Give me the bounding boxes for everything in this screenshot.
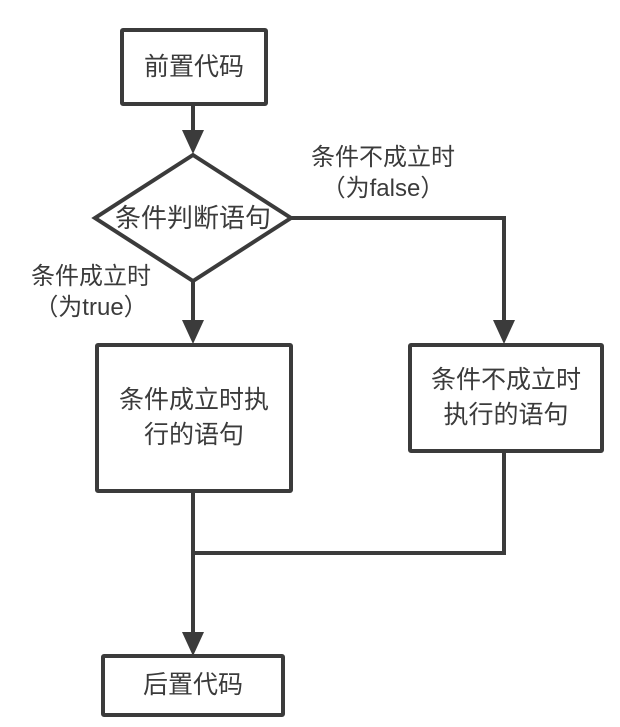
edge-label-true: 条件成立时 （为true） bbox=[10, 261, 172, 323]
node-false-branch-label-line2: 执行的语句 bbox=[443, 401, 569, 429]
node-pre-code-label: 前置代码 bbox=[143, 52, 244, 81]
node-post-code: 后置代码 bbox=[101, 654, 285, 717]
edge-label-false-line2: （为false） bbox=[321, 175, 445, 202]
arrowhead-into-postcode bbox=[182, 632, 204, 656]
edge-label-true-line2: （为true） bbox=[34, 294, 148, 321]
node-true-branch-label-line2: 行的语句 bbox=[143, 421, 244, 449]
node-false-branch-label-line1: 条件不成立时 bbox=[430, 366, 581, 394]
node-post-code-label: 后置代码 bbox=[142, 671, 243, 699]
condition-diamond-shape bbox=[91, 152, 295, 284]
arrowhead-into-condition bbox=[182, 130, 204, 154]
node-pre-code: 前置代码 bbox=[120, 28, 268, 106]
edge-label-false: 条件不成立时 （为false） bbox=[298, 142, 468, 204]
node-false-branch: 条件不成立时 执行的语句 bbox=[408, 343, 604, 453]
edge-label-true-line1: 条件成立时 bbox=[31, 263, 151, 290]
node-true-branch-label-line1: 条件成立时执 bbox=[118, 386, 269, 414]
edge-false-branch-to-merge bbox=[193, 453, 506, 555]
arrowhead-into-false-branch bbox=[493, 320, 515, 344]
edge-condition-to-false-branch bbox=[291, 216, 506, 322]
node-condition-label: 条件判断语句 bbox=[114, 203, 271, 233]
arrowhead-into-true-branch bbox=[182, 320, 204, 344]
edge-label-false-line1: 条件不成立时 bbox=[311, 144, 455, 171]
node-true-branch: 条件成立时执 行的语句 bbox=[95, 343, 293, 493]
